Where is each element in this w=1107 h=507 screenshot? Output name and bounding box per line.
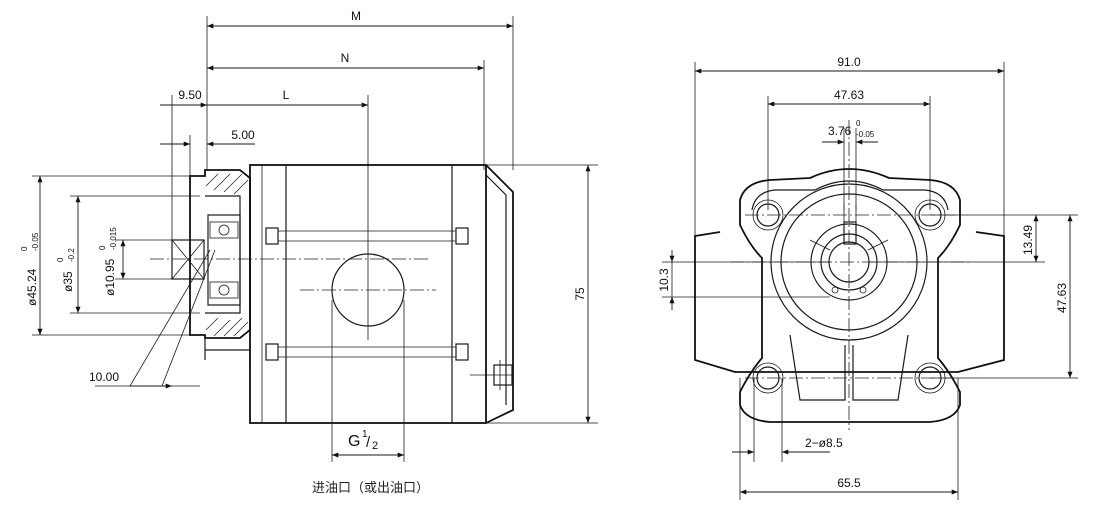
key-width-upper-tol: 0 <box>856 119 861 128</box>
front-view-body <box>694 120 1005 430</box>
dia-35-lower-tol: -0.2 <box>67 248 76 262</box>
shaft-and-flange <box>171 169 251 372</box>
dia-35-upper-tol: 0 <box>56 257 65 262</box>
side-view-top-dimensions <box>160 16 514 340</box>
pump-body <box>150 164 598 462</box>
dia-10-value: ø10.95 <box>103 258 117 296</box>
port-thread-g: G <box>348 433 360 450</box>
dim-label-10-00: 10.00 <box>89 370 119 384</box>
dim-label-91: 91.0 <box>837 55 861 69</box>
dim-label-47-63-top: 47.63 <box>834 88 864 102</box>
key-width-label: 3.76 0 -0.05 <box>828 119 875 139</box>
dim-label-5-00: 5.00 <box>231 128 255 142</box>
side-view-diameter-dimensions <box>32 175 216 389</box>
bearing-detail <box>209 221 239 299</box>
dim-label-13-49: 13.49 <box>1021 225 1035 255</box>
dia-45-label: ø45.24 0 -0.05 <box>20 232 40 306</box>
dim-label-75: 75 <box>573 287 587 301</box>
port-thread-numerator: 1 <box>362 429 368 440</box>
dim-label-9-50: 9.50 <box>178 88 202 102</box>
dim-label-10-3: 10.3 <box>657 268 671 292</box>
port-thread-denominator: 2 <box>372 440 378 452</box>
port-caption: 进油口（或出油口） <box>312 481 429 496</box>
side-view: M N L 9.50 5.00 10.00 75 ø45.24 0 -0.05 … <box>20 9 598 496</box>
dia-35-value: ø35 <box>61 271 75 292</box>
dim-label-65-5: 65.5 <box>837 476 861 490</box>
dim-label-l: L <box>283 88 290 102</box>
flange-hatching <box>205 173 249 337</box>
dia-10-lower-tol: -0.015 <box>109 227 118 250</box>
dia-10-label: ø10.95 0 -0.015 <box>98 227 118 296</box>
dia-45-lower-tol: -0.05 <box>31 232 40 251</box>
dia-45-value: ø45.24 <box>25 268 39 306</box>
dim-label-m: M <box>351 9 361 23</box>
front-view-labels: 91.0 47.63 3.76 0 -0.05 13.49 47.63 10.3… <box>657 55 1069 490</box>
key-width-value: 3.76 <box>828 124 852 138</box>
dia-10-upper-tol: 0 <box>98 245 107 250</box>
dim-label-holes: 2−ø8.5 <box>805 436 843 450</box>
svg-text:/: / <box>366 434 371 451</box>
dia-35-label: ø35 0 -0.2 <box>56 248 76 292</box>
dia-45-upper-tol: 0 <box>20 246 29 251</box>
dim-label-n: N <box>341 51 350 65</box>
port-thread-label: G 1 / 2 <box>348 429 378 452</box>
key-width-lower-tol: -0.05 <box>856 130 875 139</box>
side-view-labels: M N L 9.50 5.00 10.00 75 ø45.24 0 -0.05 … <box>20 9 587 496</box>
dim-label-47-63-right: 47.63 <box>1055 283 1069 313</box>
front-view: 91.0 47.63 3.76 0 -0.05 13.49 47.63 10.3… <box>657 55 1078 500</box>
